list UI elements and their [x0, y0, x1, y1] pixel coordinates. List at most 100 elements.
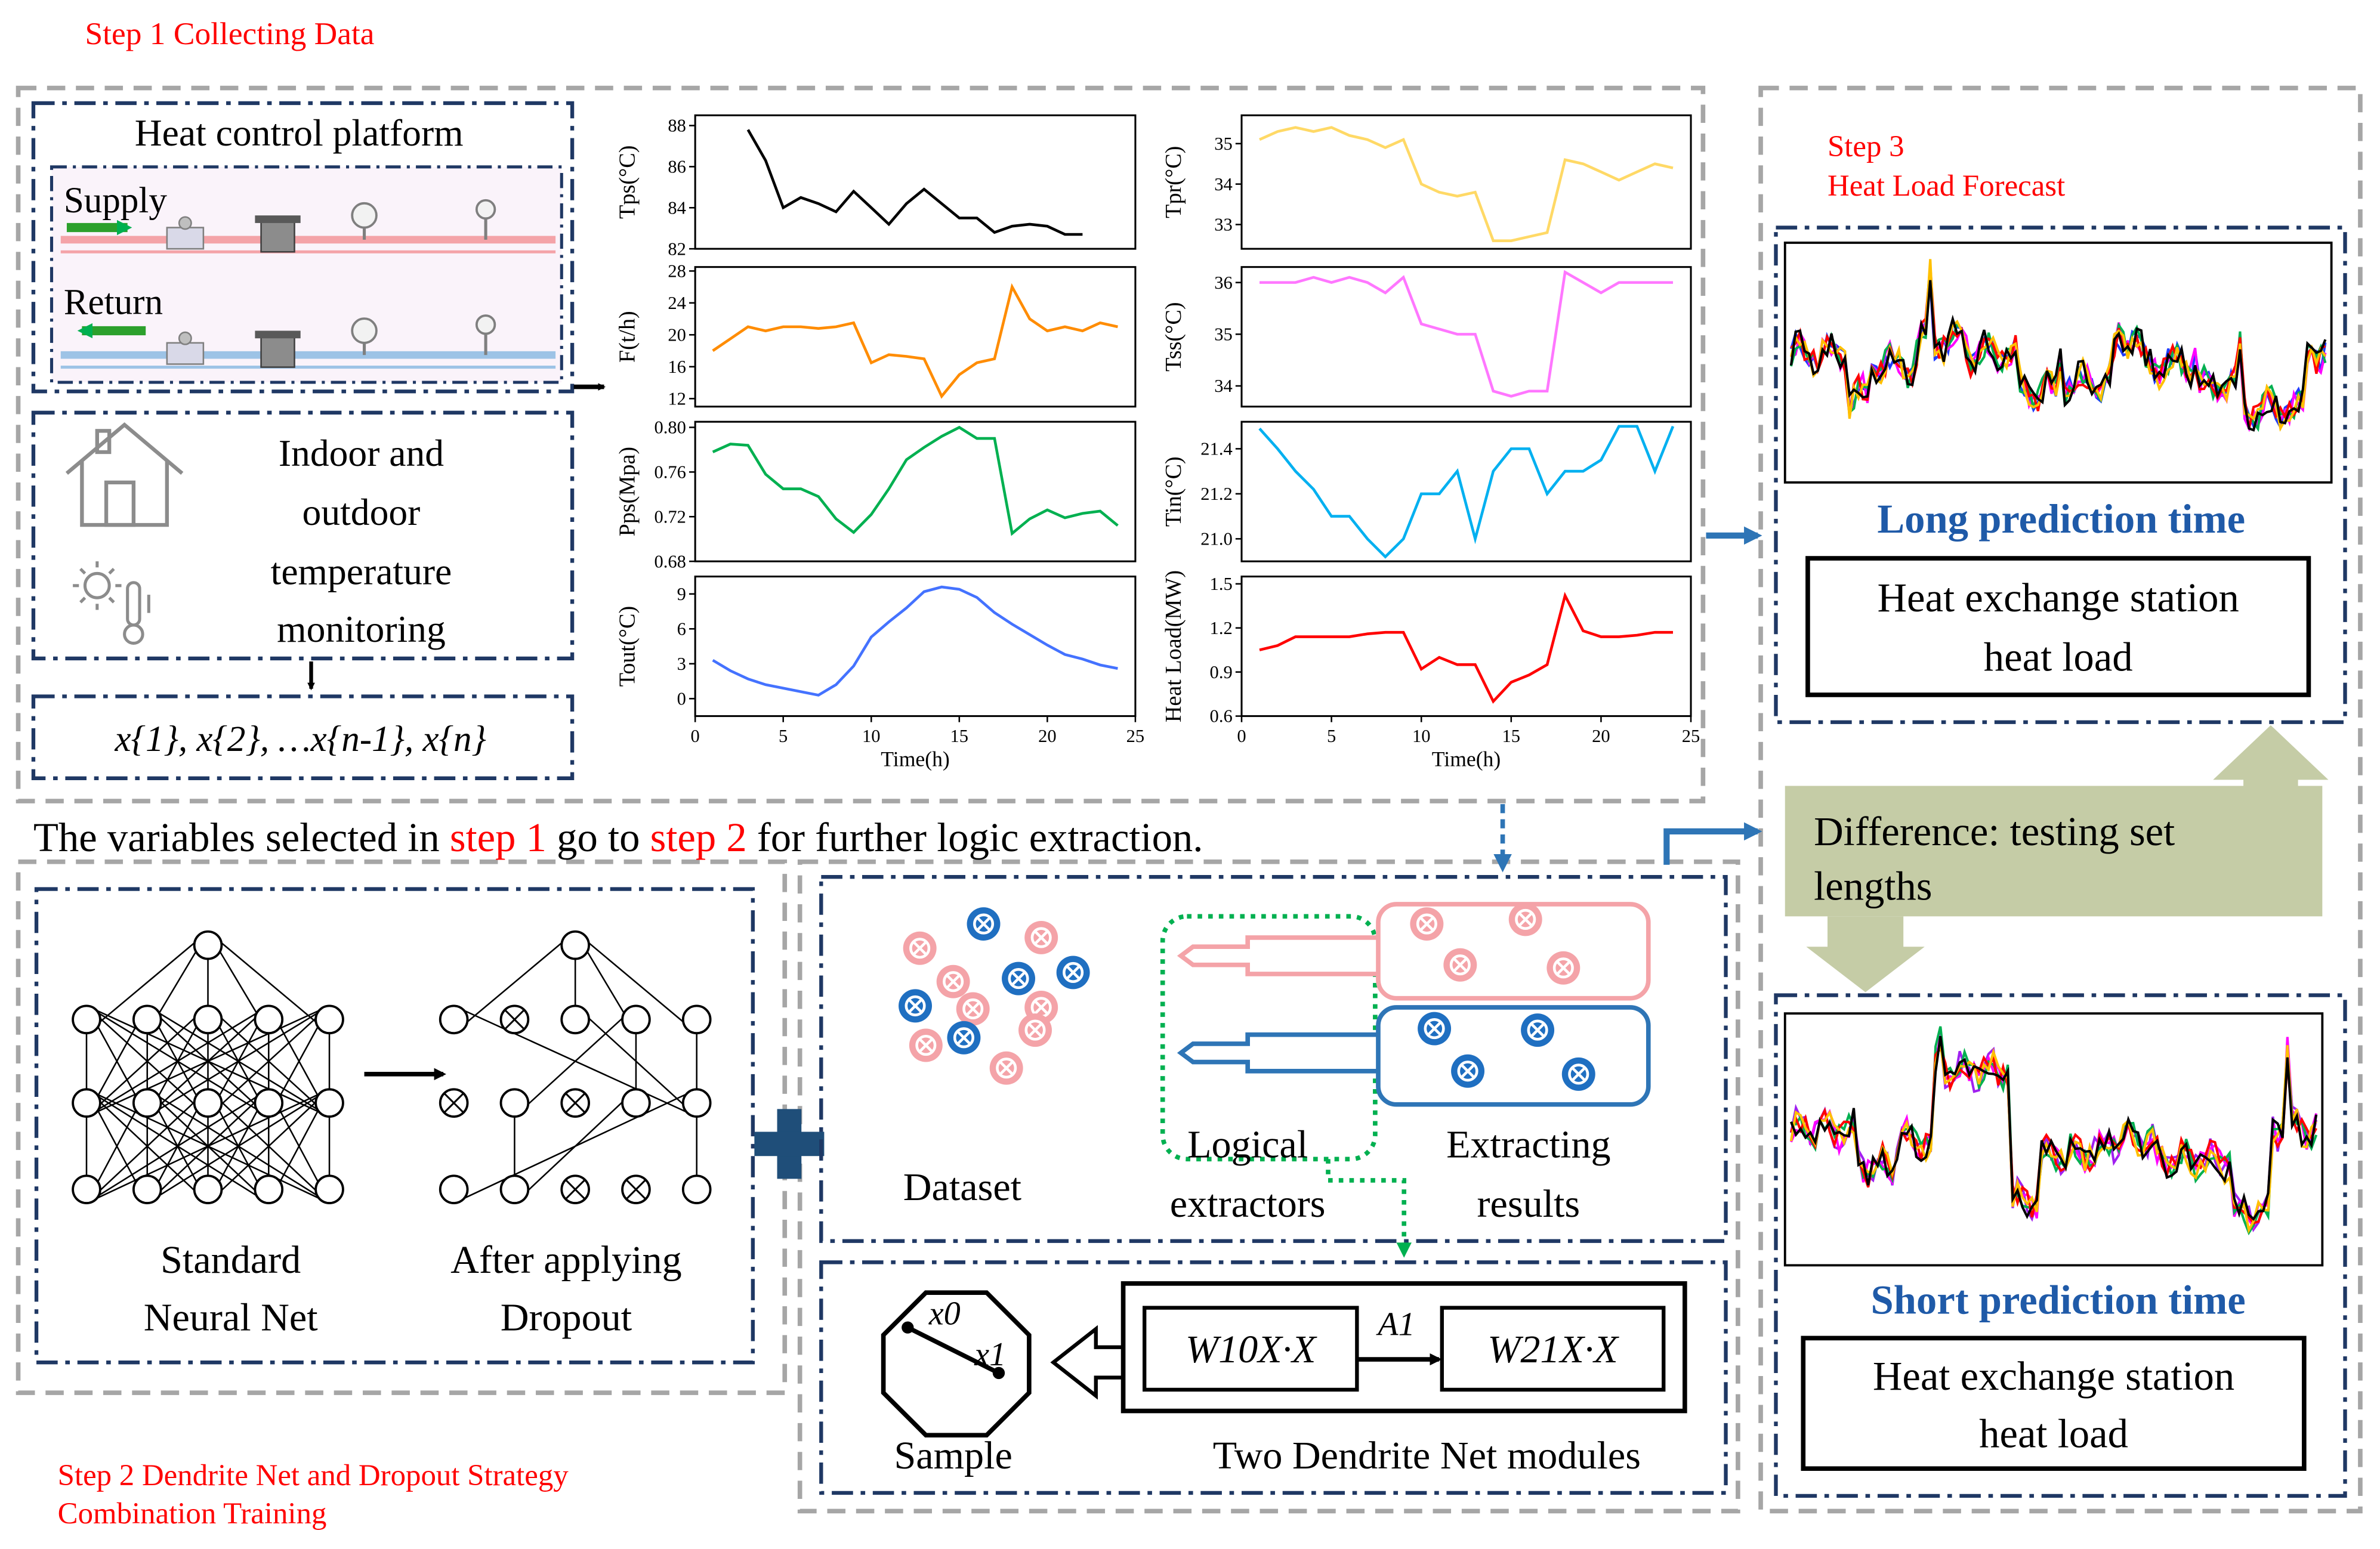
extractor-to-modules-arrow [1326, 1159, 1412, 1258]
y-axis-label: F(t/h) [615, 311, 640, 363]
net-connection [86, 1089, 330, 1204]
short-heat-load-line-2: heat load [1979, 1411, 2128, 1457]
series-line [1258, 425, 1675, 559]
monitoring-box [31, 410, 575, 661]
return-valve-icon [255, 330, 301, 368]
transition-sentence: The variables selected in step 1 go to s… [33, 815, 1203, 860]
chart-frame [1240, 266, 1692, 408]
chart-frame [694, 114, 1137, 250]
x-tick-label: 5 [779, 726, 788, 746]
node-ring [1008, 968, 1029, 990]
node-cross [946, 974, 961, 989]
platform-box [31, 101, 575, 394]
node-cross [1419, 917, 1434, 931]
weather-thermometer-icon [73, 561, 150, 645]
node-ring [943, 971, 964, 993]
y-tick-label: 86 [668, 157, 686, 177]
y-axis-label: Tin(°C) [1161, 456, 1186, 527]
chart-frame [1240, 114, 1692, 250]
return-sensor-icon [475, 314, 496, 355]
sample-x1: x1 [974, 1336, 1006, 1373]
net-connection [86, 1005, 269, 1118]
x-tick-label: 15 [950, 726, 969, 746]
chart-frame [694, 266, 1137, 408]
neuron-node [254, 1174, 284, 1204]
monitoring-line-1: Indoor and [279, 432, 444, 474]
difference-line-1: Difference: testing set [1814, 809, 2175, 854]
node-ring [1457, 1061, 1478, 1082]
y-tick-label: 21.4 [1200, 439, 1232, 459]
chart-frame [1240, 576, 1692, 718]
neuron-node [560, 1004, 590, 1035]
node-ring [1449, 954, 1471, 976]
long-heat-load-line-1: Heat exchange station [1877, 575, 2239, 620]
x-tick-label: 5 [1327, 726, 1336, 746]
y-tick-label: 36 [1214, 273, 1233, 293]
step1-title: Step 1 Collecting Data [85, 16, 374, 51]
y-tick-label: 6 [677, 619, 686, 639]
series-line [1260, 270, 1674, 398]
net-connection [453, 930, 576, 1034]
node-ring [909, 938, 931, 959]
y-tick-label: 33 [1214, 215, 1233, 235]
difference-down-arrow-icon [1806, 916, 1925, 993]
dropout-label-1: After applying [450, 1238, 681, 1282]
supply-gauge-icon [351, 202, 378, 240]
dataset-scatter [899, 907, 1090, 1085]
neuron-node [681, 1088, 712, 1118]
x-tick-label: 25 [1126, 726, 1145, 746]
chart-frame [694, 421, 1137, 562]
node-cross [1011, 971, 1026, 986]
series-line [746, 129, 1083, 236]
dataset-label: Dataset [903, 1165, 1021, 1209]
series-line [712, 283, 1118, 399]
y-axis-label: Tss(°C) [1161, 302, 1186, 371]
forecast-curve [1790, 1035, 2318, 1221]
dropout-neural-net [439, 930, 712, 1204]
y-tick-label: 0.9 [1210, 662, 1233, 682]
node-cross [919, 1038, 933, 1053]
step1-charts: 82848688Tps(°C)333435Tpr(°C)1216202428F(… [615, 114, 1700, 771]
node-ring [1030, 927, 1052, 948]
node-cross [1034, 1000, 1048, 1015]
pipe-panel [50, 165, 563, 384]
module-1-box [1142, 1306, 1359, 1392]
y-tick-label: 1.2 [1210, 618, 1233, 638]
sample-segment [906, 1325, 1000, 1375]
x-tick-label: 0 [691, 726, 700, 746]
results-label-1: Extracting [1446, 1123, 1610, 1167]
node-cross [1571, 1067, 1586, 1081]
step3-subtitle: Heat Load Forecast [1828, 169, 2065, 203]
y-tick-label: 0.6 [1210, 706, 1233, 726]
y-tick-label: 12 [668, 388, 686, 409]
neuron-node [439, 1004, 469, 1035]
sample-label: Sample [894, 1434, 1012, 1477]
long-heat-load-line-2: heat load [1984, 634, 2133, 679]
net-connection [86, 1089, 209, 1204]
neuron-node [193, 930, 223, 960]
y-tick-label: 21.2 [1200, 484, 1232, 504]
difference-band [1785, 786, 2323, 917]
standard-label-1: Standard [160, 1238, 301, 1282]
node-ring [1063, 961, 1084, 983]
y-axis-label: Heat Load(MW) [1161, 570, 1186, 722]
y-tick-label: 3 [677, 654, 686, 674]
node-ring [973, 913, 995, 935]
modules-label: Two Dendrite Net modules [1213, 1434, 1641, 1477]
node-cross [1461, 1063, 1475, 1078]
extractors-label-1: Logical [1187, 1123, 1308, 1167]
y-tick-label: 0.80 [654, 418, 686, 438]
dropped-mark [626, 1179, 646, 1199]
dropped-mark [444, 1093, 464, 1113]
node-cross [1518, 912, 1533, 927]
monitoring-line-2: outdoor [302, 491, 421, 533]
platform-title: Heat control platform [135, 112, 464, 154]
net-connection [453, 1089, 697, 1204]
sample-x0: x0 [928, 1296, 961, 1332]
variables-formula: x{1}, x{2}, …x{n-1}, x{n} [114, 719, 486, 759]
modules-to-sample-arrow-icon [1050, 1325, 1125, 1400]
y-tick-label: 16 [668, 357, 686, 377]
series-line [1259, 592, 1674, 704]
return-label: Return [64, 283, 163, 323]
node-ring [905, 995, 926, 1016]
